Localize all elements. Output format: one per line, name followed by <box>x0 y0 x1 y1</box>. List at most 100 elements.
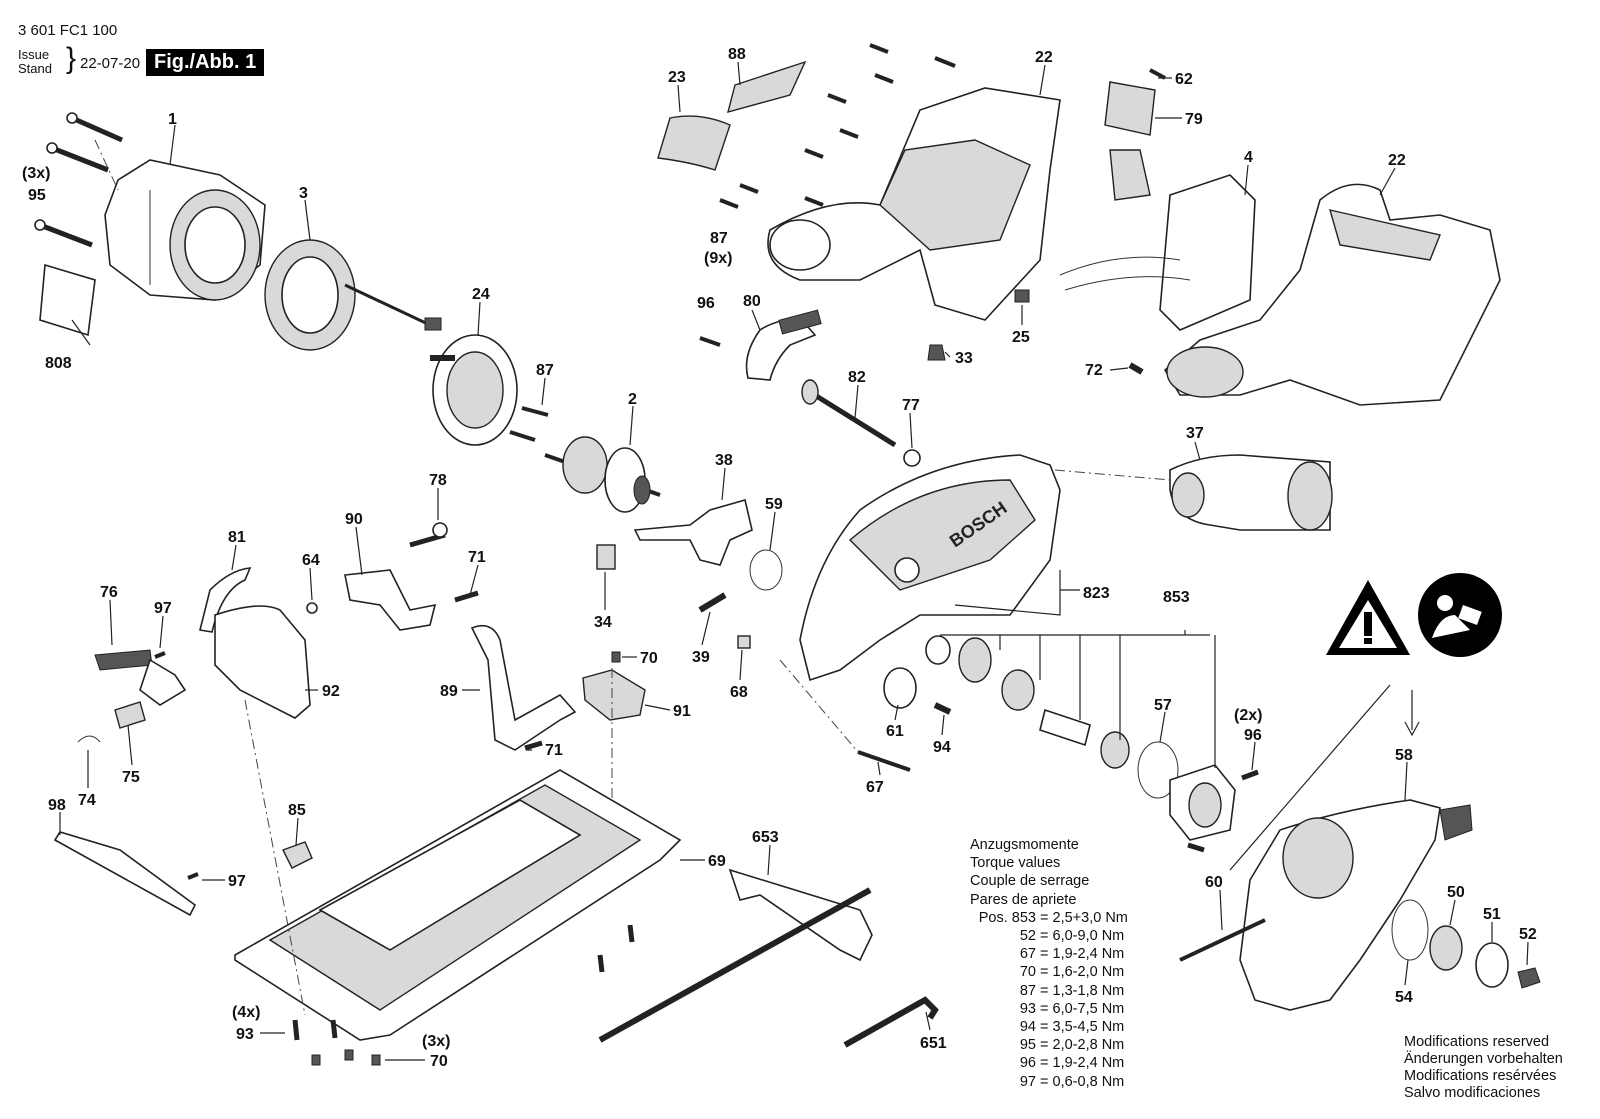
lever-80 <box>745 309 822 381</box>
torque-row: 94 = 3,5-4,5 Nm <box>1019 1019 1125 1036</box>
figure-badge: Fig./Abb. 1 <box>146 49 265 76</box>
washer-77 <box>903 449 921 467</box>
label-74: 74 <box>78 792 96 809</box>
shaft-82 <box>801 379 897 448</box>
label-81: 81 <box>228 529 246 546</box>
label-96a: 96 <box>697 295 715 312</box>
spindle-853 <box>1039 708 1091 747</box>
part-labels: 1 (3x) 95 808 3 24 87 2 88 23 22 87 (9x)… <box>22 46 1537 1070</box>
label-75: 75 <box>122 769 140 786</box>
part-25 <box>1014 289 1030 303</box>
leader-lines <box>59 61 1529 1061</box>
label-2x: (2x) <box>1234 707 1262 724</box>
torque-row: 93 = 6,0-7,5 Nm <box>1019 1000 1125 1017</box>
label-54: 54 <box>1395 989 1413 1006</box>
gear-853b <box>1001 669 1035 711</box>
label-72: 72 <box>1085 362 1103 379</box>
label-87b: 87 <box>710 230 728 247</box>
flange-51 <box>1475 942 1509 988</box>
base-plate-69 <box>234 769 682 1041</box>
label-57: 57 <box>1154 697 1172 714</box>
part-33 <box>927 344 946 361</box>
label-34: 34 <box>594 614 612 631</box>
label-651: 651 <box>920 1035 947 1052</box>
torque-heading-en: Torque values <box>970 855 1061 872</box>
clamp-91 <box>582 669 646 721</box>
bushing-61 <box>883 667 917 709</box>
arrow-diagonal <box>1229 684 1391 871</box>
label-3x-a: (3x) <box>22 165 50 182</box>
label-59: 59 <box>765 496 783 513</box>
label-80: 80 <box>743 293 761 310</box>
torque-row: 67 = 1,9-2,4 Nm <box>1019 946 1125 963</box>
label-22a: 22 <box>1035 49 1053 66</box>
label-96b: 96 <box>1244 727 1262 744</box>
label-85: 85 <box>288 802 306 819</box>
torque-values-table: Anzugsmomente Torque values Couple de se… <box>970 836 1128 1091</box>
label-60: 60 <box>1205 874 1223 891</box>
label-24: 24 <box>472 286 490 303</box>
screw-97a <box>154 651 166 659</box>
label-77: 77 <box>902 397 920 414</box>
label-61: 61 <box>886 723 904 740</box>
label-3x-b: (3x) <box>422 1033 450 1050</box>
switch-79 <box>1104 68 1166 136</box>
label-38: 38 <box>715 452 733 469</box>
screws-93 <box>292 924 635 1041</box>
ring-54 <box>1391 899 1429 961</box>
torque-row: 96 = 1,9-2,4 Nm <box>1019 1055 1125 1072</box>
modifications-en: Modifications reserved <box>1404 1034 1550 1050</box>
label-653: 653 <box>752 829 779 846</box>
rip-fence-653 <box>598 868 873 1043</box>
torque-row: Pos. 853 = 2,5+3,0 Nm <box>978 909 1128 926</box>
label-78: 78 <box>429 472 447 489</box>
guide-89 <box>470 624 577 751</box>
read-manual-icon <box>1418 573 1502 657</box>
label-2: 2 <box>628 391 637 408</box>
label-70a: 70 <box>640 650 658 667</box>
torque-row: 87 = 1,3-1,8 Nm <box>1019 982 1125 999</box>
armature-2 <box>544 436 661 513</box>
screws-70b <box>311 1049 381 1066</box>
pin-67 <box>857 750 911 772</box>
warning-triangle-icon <box>1326 580 1410 655</box>
label-4x: (4x) <box>232 1004 260 1021</box>
bearing-853a <box>925 635 951 665</box>
upper-blade-guard-823: BOSCH <box>799 454 1061 682</box>
electronics-4 <box>1059 149 1256 331</box>
label-97b: 97 <box>228 873 246 890</box>
bracket-38 <box>633 498 753 566</box>
label-94: 94 <box>933 739 951 756</box>
torque-row: 52 = 6,0-9,0 Nm <box>1019 928 1125 945</box>
spring-72 <box>1128 362 1144 375</box>
dust-adapter-37 <box>1169 454 1333 531</box>
label-52: 52 <box>1519 926 1537 943</box>
screw-70a <box>611 651 621 663</box>
field-coil-3 <box>264 239 442 351</box>
label-89: 89 <box>440 683 458 700</box>
screw-96b <box>1241 769 1259 781</box>
screw-71b <box>524 740 543 751</box>
label-50: 50 <box>1447 884 1465 901</box>
flange-853 <box>1169 764 1236 841</box>
label-71b: 71 <box>545 742 563 759</box>
label-58: 58 <box>1395 747 1413 764</box>
label-62: 62 <box>1175 71 1193 88</box>
modifications-de: Änderungen vorbehalten <box>1404 1051 1563 1067</box>
label-37: 37 <box>1186 425 1204 442</box>
screw-60 <box>1179 918 1266 962</box>
motor-housing-1 <box>104 159 266 301</box>
label-93: 93 <box>236 1026 254 1043</box>
modifications-fr: Modifications resérvées <box>1404 1068 1557 1084</box>
handle-shell-22 <box>1163 183 1501 406</box>
cover-23 <box>657 115 731 171</box>
spring-39 <box>698 592 727 613</box>
flange-50 <box>1429 925 1463 971</box>
torque-row: 70 = 1,6-2,0 Nm <box>1019 964 1125 981</box>
motor-housing-shell-22 <box>767 87 1061 321</box>
document-code: 3 601 FC1 100 <box>18 22 118 39</box>
bolt-52 <box>1517 967 1541 989</box>
label-98: 98 <box>48 797 66 814</box>
gear-853a <box>958 637 992 683</box>
label-92: 92 <box>322 683 340 700</box>
